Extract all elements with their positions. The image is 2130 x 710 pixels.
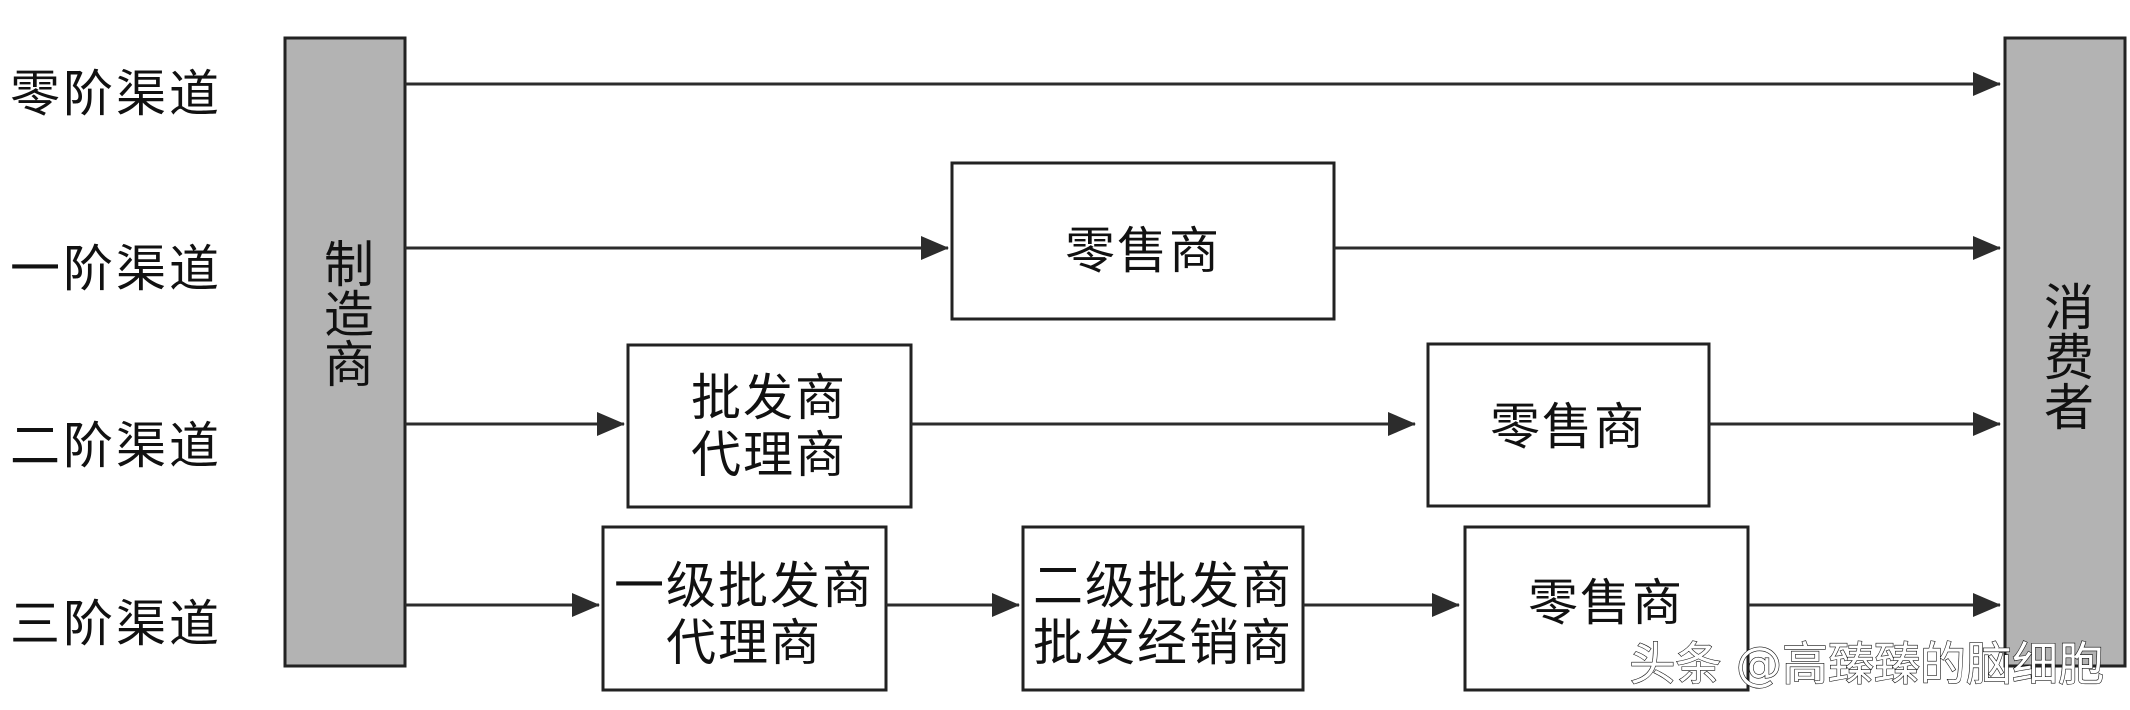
- row-label-one-level: 一阶渠道: [10, 240, 222, 298]
- manufacturer-bar: [283, 36, 407, 668]
- node-r1-retailer: [950, 161, 1336, 321]
- consumer-bar: [2003, 36, 2127, 668]
- node-r3-retailer: [1463, 525, 1750, 692]
- manufacturer-label: 制造商: [316, 238, 374, 388]
- consumer-label: 消费者: [2036, 281, 2094, 431]
- row-label-zero-level: 零阶渠道: [10, 65, 222, 123]
- node-r3-primary-line2: 代理商: [666, 614, 822, 672]
- node-r2-wholesaler-line2: 代理商: [691, 426, 847, 484]
- node-r2-retailer: [1426, 342, 1711, 508]
- node-r3-secondary-wholesaler: [1021, 525, 1305, 692]
- node-r2-retailer-label: 零售商: [1490, 398, 1646, 456]
- node-r3-secondary-line2: 批发经销商: [1033, 614, 1293, 672]
- node-r3-primary-wholesaler: [601, 525, 888, 692]
- row-label-two-level: 二阶渠道: [10, 417, 222, 475]
- node-r1-retailer-label: 零售商: [1065, 222, 1221, 280]
- node-r3-retailer-label: 零售商: [1528, 574, 1684, 632]
- row-label-three-level: 三阶渠道: [10, 595, 222, 653]
- node-r2-wholesaler-line1: 批发商: [691, 369, 847, 427]
- node-r3-secondary-line1: 二级批发商: [1033, 557, 1293, 615]
- watermark: 头条 @高臻臻的脑细胞: [1629, 637, 2104, 691]
- node-r3-primary-line1: 一级批发商: [614, 557, 874, 615]
- node-r2-wholesaler: [626, 343, 913, 509]
